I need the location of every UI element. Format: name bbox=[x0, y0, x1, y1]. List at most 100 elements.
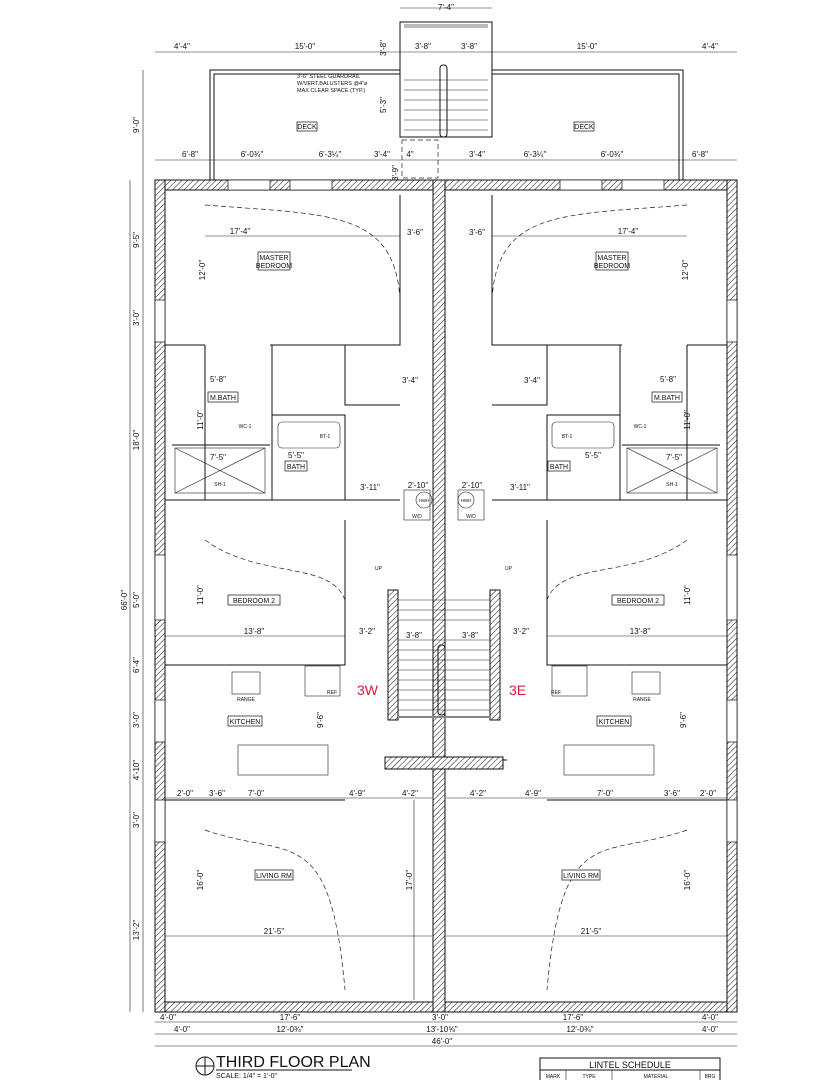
deck-east: DECK bbox=[492, 69, 684, 180]
wd-label: W/D bbox=[412, 514, 422, 520]
dim: 6'-8" bbox=[182, 150, 198, 159]
dim: 2'-10" bbox=[408, 481, 429, 490]
dim: 9'-6" bbox=[316, 712, 325, 728]
room-bedroom2-west: BEDROOM 2 bbox=[233, 598, 275, 605]
wd-label: W/D bbox=[466, 514, 476, 520]
exterior-walls bbox=[154, 179, 738, 1013]
dim: 15'-0" bbox=[577, 42, 598, 51]
lintel-schedule: LINTEL SCHEDULE MARK TYPE MATERIAL BRG bbox=[539, 1057, 721, 1080]
dim: 17'-6" bbox=[280, 1013, 301, 1022]
range-label: RANGE bbox=[633, 697, 651, 703]
column-header: MARK bbox=[546, 1074, 561, 1080]
dim: 3'-0" bbox=[132, 812, 141, 828]
dim: 9'-6" bbox=[679, 712, 688, 728]
dim: 3'-4" bbox=[524, 376, 540, 385]
tub-label: BT-1 bbox=[320, 434, 331, 440]
room-m-bath-west: M.BATH bbox=[210, 395, 236, 402]
dim: 3'-4" bbox=[469, 150, 485, 159]
dim: 18'-0" bbox=[132, 430, 141, 451]
room-master-bedroom-west: MASTER bbox=[259, 255, 288, 262]
dim: 3'-11" bbox=[510, 483, 530, 492]
hwh-label: HWH bbox=[419, 498, 430, 503]
dim: 11'-0" bbox=[196, 585, 205, 605]
dim: 13'-2" bbox=[132, 920, 141, 941]
column-header: MATERIAL bbox=[644, 1074, 669, 1080]
column-header: TYPE bbox=[582, 1074, 596, 1080]
wc-label: WC-1 bbox=[239, 424, 252, 430]
dim: 4'-4" bbox=[702, 42, 718, 51]
dim: 4'-2" bbox=[470, 789, 486, 798]
room-kitchen-east: KITCHEN bbox=[599, 719, 630, 726]
dim: 21'-5" bbox=[581, 927, 602, 936]
ref-label: REF bbox=[551, 690, 561, 696]
top-dimensions: 4'-4" 15'-0" 3'-8" 3'-8" 15'-0" 4'-4" 6'… bbox=[155, 40, 737, 181]
dim: 4'-4" bbox=[174, 42, 190, 51]
dim: 3'-0" bbox=[432, 1013, 448, 1022]
dim: 13'-8" bbox=[630, 627, 651, 636]
dim: 4'-0" bbox=[160, 1013, 176, 1022]
dim: 4'-10" bbox=[132, 760, 141, 781]
dim: 12'-0¾" bbox=[566, 1025, 593, 1034]
dim: 3'-2" bbox=[359, 627, 375, 636]
dim: 3'-0" bbox=[132, 712, 141, 728]
plan-title: THIRD FLOOR PLAN bbox=[216, 1054, 371, 1071]
dim: 9'-5" bbox=[132, 232, 141, 248]
room-label: BEDROOM bbox=[594, 263, 630, 270]
dim: 3'-11" bbox=[360, 483, 380, 492]
dim: 3'-4" bbox=[374, 150, 390, 159]
room-kitchen-west: KITCHEN bbox=[230, 719, 261, 726]
dim: 17'-6" bbox=[563, 1013, 584, 1022]
dim: 16'-0" bbox=[683, 870, 692, 891]
dim: 4'-9" bbox=[525, 789, 541, 798]
dim: 9'-0" bbox=[132, 117, 141, 133]
dim: 4'-0" bbox=[174, 1025, 190, 1034]
dim-top-overall: 7'-4" bbox=[438, 3, 454, 12]
room-bath-west: BATH bbox=[287, 464, 305, 471]
dim: 6'-3¼" bbox=[524, 150, 547, 159]
unit-label-3e: 3E bbox=[509, 682, 526, 698]
lintel-schedule-title: LINTEL SCHEDULE bbox=[589, 1060, 671, 1070]
room-bath-east: BATH bbox=[550, 464, 568, 471]
dim-overall-depth: 66'-0" bbox=[120, 590, 129, 611]
room-living-east: LIVING RM bbox=[563, 873, 599, 880]
dim: 6'-4" bbox=[132, 657, 141, 673]
dim: 5'-5" bbox=[288, 451, 304, 460]
dim: 6'-0¾" bbox=[241, 150, 264, 159]
dim: 4'-0" bbox=[702, 1025, 718, 1034]
room-labels: MASTER BEDROOM MASTER BEDROOM M.BATH M.B… bbox=[207, 251, 683, 881]
dim: 7'-5" bbox=[666, 453, 682, 462]
dim: 5'-5" bbox=[585, 451, 601, 460]
guardrail-note: 3'-6" STEEL GUARDRAIL bbox=[297, 74, 360, 80]
dim: 7'-0" bbox=[248, 789, 264, 798]
dim: 5'-0" bbox=[132, 592, 141, 608]
dim: 12'-0¾" bbox=[276, 1025, 303, 1034]
deck-label: DECK bbox=[297, 124, 317, 131]
dim: 3'-4" bbox=[402, 376, 418, 385]
drawing-title: THIRD FLOOR PLAN SCALE: 1/4" = 1'-0" bbox=[195, 1054, 371, 1080]
dim: 6'-0¾" bbox=[601, 150, 624, 159]
dim: 4'-2" bbox=[402, 789, 418, 798]
guardrail-note: W/VERT.BALUSTERS @4"ø bbox=[297, 81, 368, 87]
guardrail-note: MAX.CLEAR SPACE (TYP.) bbox=[297, 88, 365, 94]
dim: 7'-5" bbox=[210, 453, 226, 462]
stair-up-label: UP bbox=[505, 566, 513, 572]
deck-west: DECK 3'-6" STEEL GUARDRAIL W/VERT.BALUST… bbox=[209, 69, 400, 180]
dim: 4'-9" bbox=[349, 789, 365, 798]
dim: 11'-0" bbox=[683, 585, 692, 605]
dim: 3'-0" bbox=[132, 310, 141, 326]
dim: 3'-8" bbox=[379, 40, 388, 56]
dim: 12'-0" bbox=[198, 260, 207, 281]
shower-label: SH-1 bbox=[214, 482, 226, 488]
dim: 17'-4" bbox=[618, 227, 639, 236]
dim: 3'-8" bbox=[415, 42, 431, 51]
dim: 5'-3" bbox=[379, 97, 388, 113]
unit-label-3w: 3W bbox=[357, 682, 379, 698]
dim: 7'-0" bbox=[597, 789, 613, 798]
interior-dimensions: 17'-4" 17'-4" 12'-0" 12'-0" 5'-8" 5'-8" … bbox=[165, 227, 727, 1000]
bottom-dimensions: 4'-0" 17'-6" 3'-0" 17'-6" 4'-0" 4'-0" 12… bbox=[155, 1013, 737, 1047]
dim: 2'-0" bbox=[700, 789, 716, 798]
dim: 21'-5" bbox=[264, 927, 285, 936]
shower-label: SH-1 bbox=[666, 482, 678, 488]
dim: 13'-8" bbox=[244, 627, 265, 636]
